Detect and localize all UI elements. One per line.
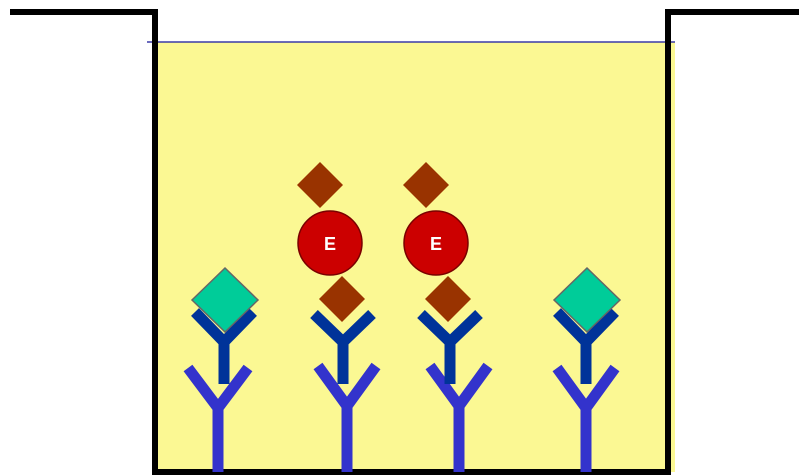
enzyme-2: E bbox=[404, 211, 468, 275]
enzyme-label: E bbox=[430, 234, 442, 254]
enzyme-label: E bbox=[324, 234, 336, 254]
enzyme-1: E bbox=[298, 211, 362, 275]
